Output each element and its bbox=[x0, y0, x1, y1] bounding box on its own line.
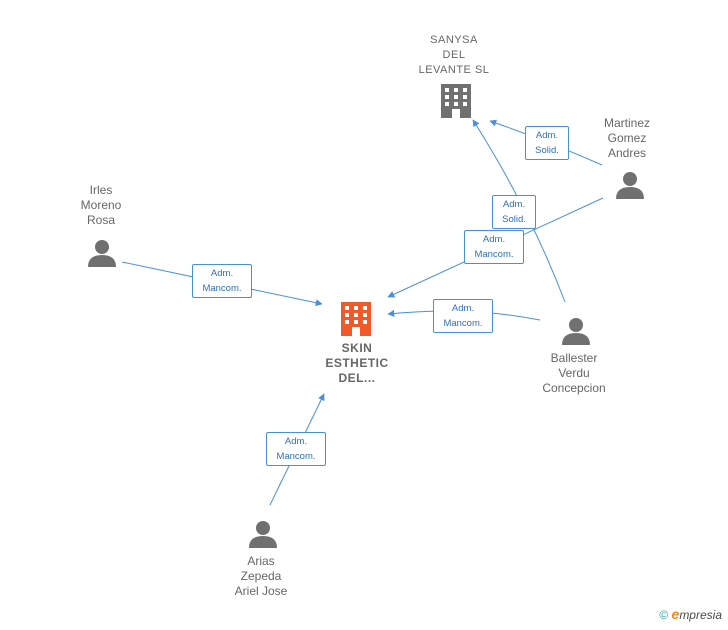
person-icon[interactable] bbox=[562, 318, 590, 345]
person-ballester-label[interactable]: Ballester Verdu Concepcion bbox=[542, 351, 606, 395]
person-martinez-label[interactable]: Martinez Gomez Andres bbox=[603, 116, 650, 160]
brand-logo: empresia bbox=[671, 606, 722, 622]
edge-label-arias-skin: Adm. Mancom. bbox=[266, 432, 326, 466]
edge-label-ballester-sanysa: Adm. Solid. bbox=[492, 195, 536, 229]
person-arias-label[interactable]: Arias Zepeda Ariel Jose bbox=[234, 554, 288, 598]
building-icon[interactable] bbox=[441, 84, 471, 118]
footer-brand: © empresia bbox=[659, 606, 722, 622]
company-sanysa-label[interactable]: SANYSA DEL LEVANTE SL bbox=[418, 34, 490, 76]
person-icon[interactable] bbox=[249, 521, 277, 548]
edge-label-irles-skin: Adm. Mancom. bbox=[192, 264, 252, 298]
person-irles-label[interactable]: Irles Moreno Rosa bbox=[80, 183, 122, 227]
copyright-symbol: © bbox=[659, 608, 669, 622]
edge-label-martinez-sanysa: Adm. Solid. bbox=[525, 126, 569, 160]
edge-label-martinez-skin: Adm. Mancom. bbox=[464, 230, 524, 264]
edge-label-ballester-skin: Adm. Mancom. bbox=[433, 299, 493, 333]
person-icon[interactable] bbox=[88, 240, 116, 267]
person-icon[interactable] bbox=[616, 172, 644, 199]
company-skin-label[interactable]: SKIN ESTHETIC DEL... bbox=[325, 341, 389, 385]
building-icon[interactable] bbox=[341, 302, 371, 336]
